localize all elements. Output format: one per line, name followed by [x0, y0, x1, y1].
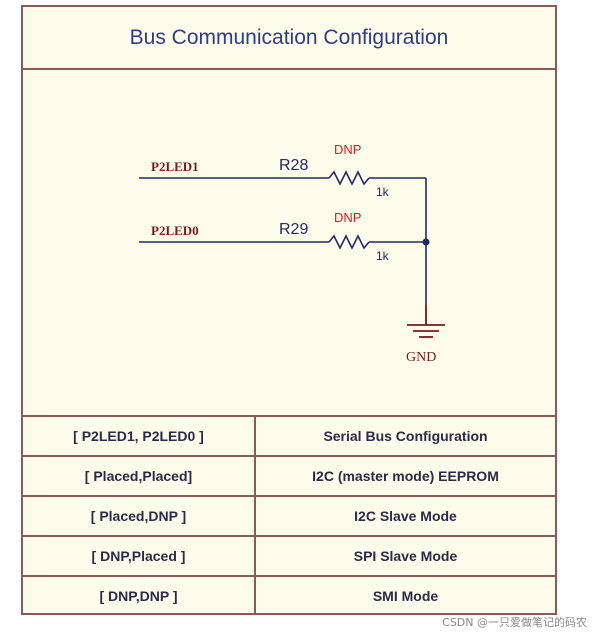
table-cell-right: I2C Slave Mode	[354, 508, 457, 524]
table-row: [ Placed,DNP ] I2C Slave Mode	[23, 497, 555, 537]
watermark: CSDN @一只爱做笔记的码农	[442, 616, 587, 629]
table-row: [ Placed,Placed] I2C (master mode) EEPRO…	[23, 457, 555, 497]
table-header-right: Serial Bus Configuration	[323, 428, 488, 444]
config-table: [ P2LED1, P2LED0 ] Serial Bus Configurat…	[23, 415, 555, 615]
resistor-r28-body	[328, 170, 370, 186]
table-cell-left: [ DNP,Placed ]	[23, 537, 256, 575]
resistor-r28-ref: R28	[279, 157, 308, 174]
resistor-r29-status: DNP	[334, 210, 361, 225]
table-cell-left: [ Placed,Placed]	[23, 457, 256, 495]
schematic: P2LED1 P2LED0 R28 DNP 1k R29 DNP 1k GND	[23, 70, 555, 417]
table-row: [ DNP,Placed ] SPI Slave Mode	[23, 537, 555, 577]
table-cell-left: [ DNP,DNP ]	[23, 577, 256, 615]
junction-dot	[422, 238, 430, 246]
resistor-r28-status: DNP	[334, 142, 361, 157]
diagram-title: Bus Communication Configuration	[23, 7, 555, 70]
resistor-r28-value: 1k	[376, 185, 390, 199]
diagram-frame: Bus Communication Configuration P2LED1 P…	[21, 5, 557, 615]
table-cell-right: SPI Slave Mode	[353, 548, 458, 564]
table-cell-left: [ Placed,DNP ]	[23, 497, 256, 535]
resistor-r29-ref: R29	[279, 221, 308, 238]
table-cell-right: SMI Mode	[372, 588, 439, 604]
schematic-svg: P2LED1 P2LED0 R28 DNP 1k R29 DNP 1k GND	[139, 142, 445, 365]
table-header-left: [ P2LED1, P2LED0 ]	[23, 417, 256, 455]
net-label-p2led0: P2LED0	[151, 223, 199, 238]
resistor-r29-value: 1k	[376, 249, 390, 263]
ground-label: GND	[406, 350, 436, 365]
table-row: [ DNP,DNP ] SMI Mode	[23, 577, 555, 615]
table-header-row: [ P2LED1, P2LED0 ] Serial Bus Configurat…	[23, 417, 555, 457]
net-label-p2led1: P2LED1	[151, 159, 199, 174]
table-cell-right: I2C (master mode) EEPROM	[312, 468, 499, 484]
resistor-r29-body	[328, 234, 370, 250]
